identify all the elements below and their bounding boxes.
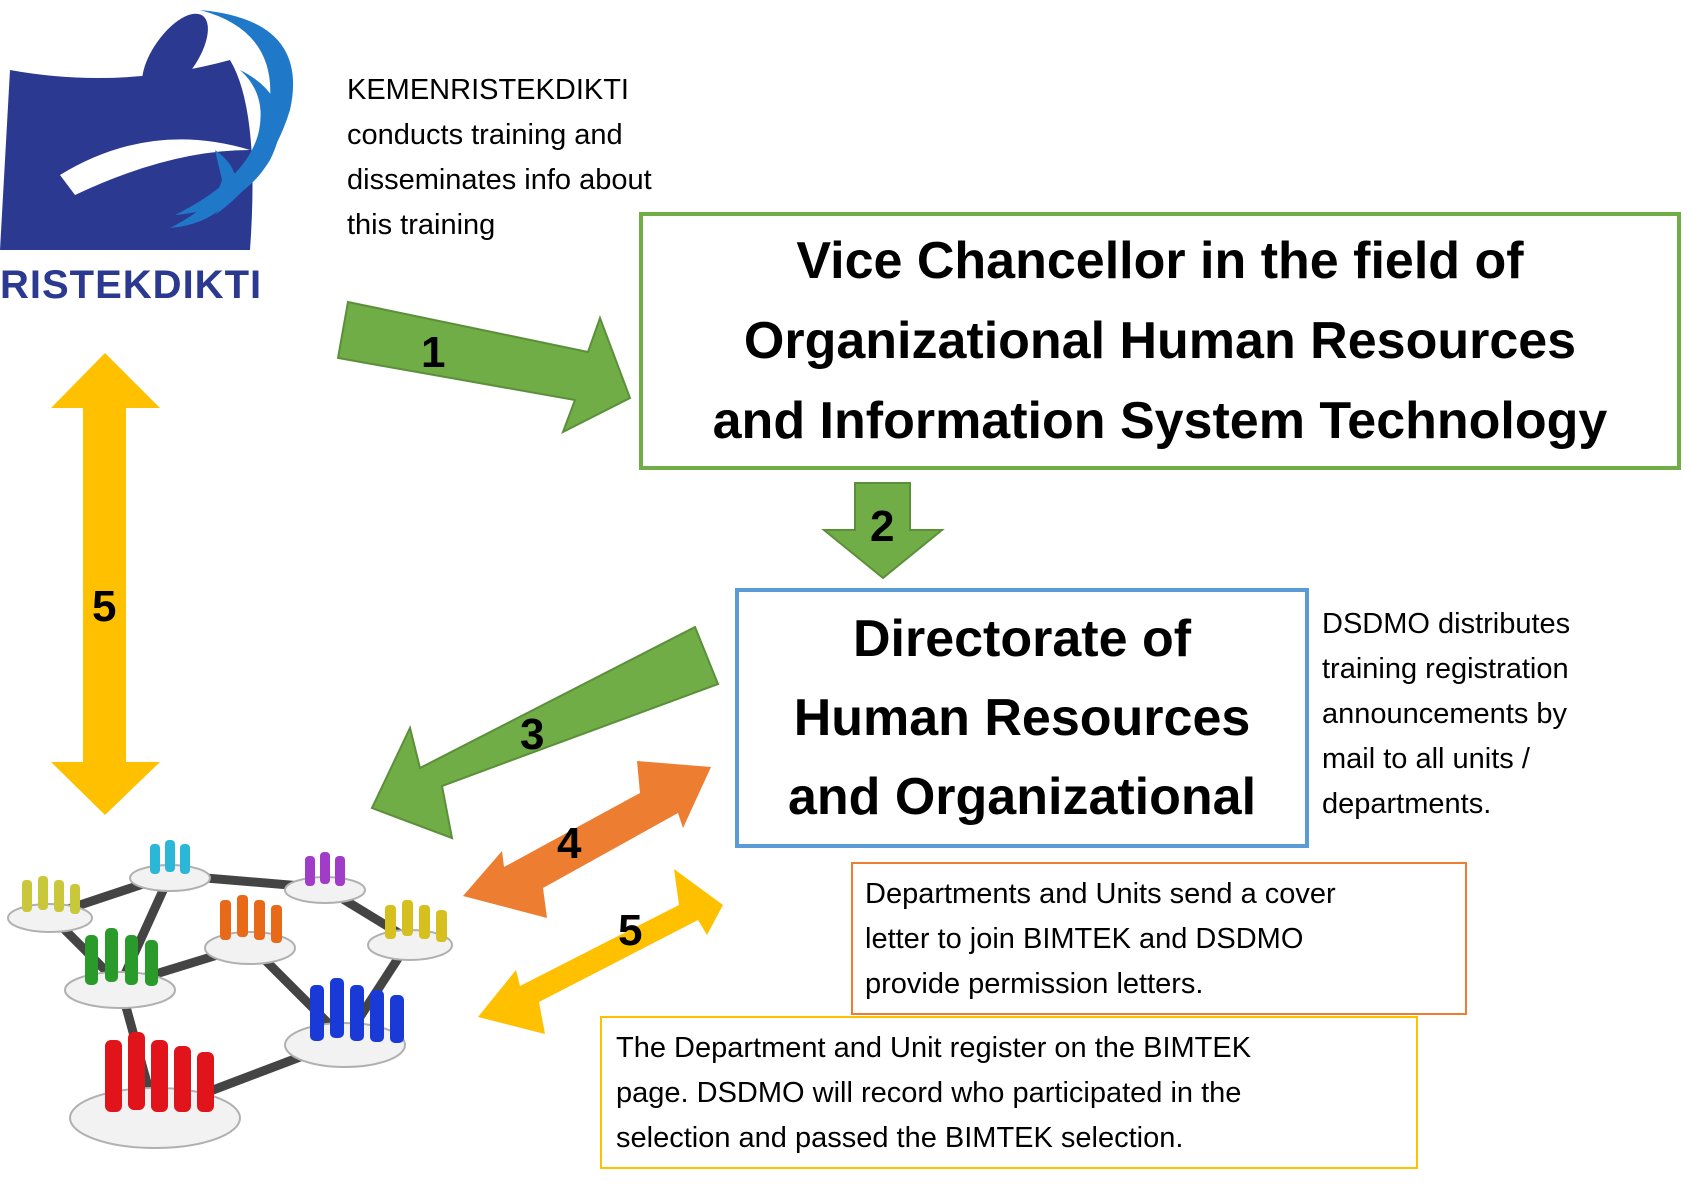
people-group-red [105, 1032, 214, 1112]
people-group-orange [220, 895, 282, 943]
logo-wordmark: RISTEKDIKTI [0, 263, 263, 307]
people-groups [22, 840, 447, 1112]
vice-chancellor-text: Vice Chancellor in the field of Organiza… [712, 232, 1608, 450]
logo-blue-arc-outer [200, 10, 294, 215]
arrow-2 [821, 482, 945, 580]
logo-white-swoosh [60, 139, 250, 195]
register-note: The Department and Unit register on the … [600, 1016, 1418, 1169]
logo-blue-arc-middle [175, 70, 280, 215]
logo-blue-arc-inner [170, 150, 236, 228]
directorate-box: Directorate of Human Resources and Organ… [735, 588, 1309, 848]
people-group-yellowgreen [22, 876, 80, 914]
arrow-5-bottom [478, 869, 723, 1034]
people-group-cyan [150, 840, 190, 874]
arrow-2-label: 2 [870, 502, 895, 551]
arrow-5-left [51, 353, 160, 815]
people-group-yellow [385, 900, 447, 942]
directorate-text: Directorate of Human Resources and Organ… [787, 609, 1257, 826]
logo-figure-head [142, 13, 208, 97]
arrow-5-bottom-label: 5 [618, 906, 643, 955]
arrow-1-label: 1 [421, 328, 446, 377]
arrow-5-left-label: 5 [92, 582, 117, 631]
people-group-purple [305, 852, 345, 886]
dsdmo-note: DSDMO distributes training registration … [1322, 608, 1571, 820]
arrow-1 [336, 300, 632, 435]
ristekdikti-logo [0, 10, 294, 250]
vice-chancellor-box: Vice Chancellor in the field of Organiza… [639, 212, 1681, 470]
kemen-note: KEMENRISTEKDIKTI conducts training and d… [347, 74, 652, 241]
people-group-green [85, 928, 158, 986]
arrow-4 [463, 761, 711, 918]
arrow-4-label: 4 [557, 819, 582, 868]
arrow-3-label: 3 [520, 710, 545, 759]
people-network-illustration [7, 840, 453, 1149]
cover-letter-note: Departments and Units send a cover lette… [851, 862, 1467, 1015]
arrow-3 [370, 625, 720, 840]
people-group-blue [310, 978, 404, 1043]
